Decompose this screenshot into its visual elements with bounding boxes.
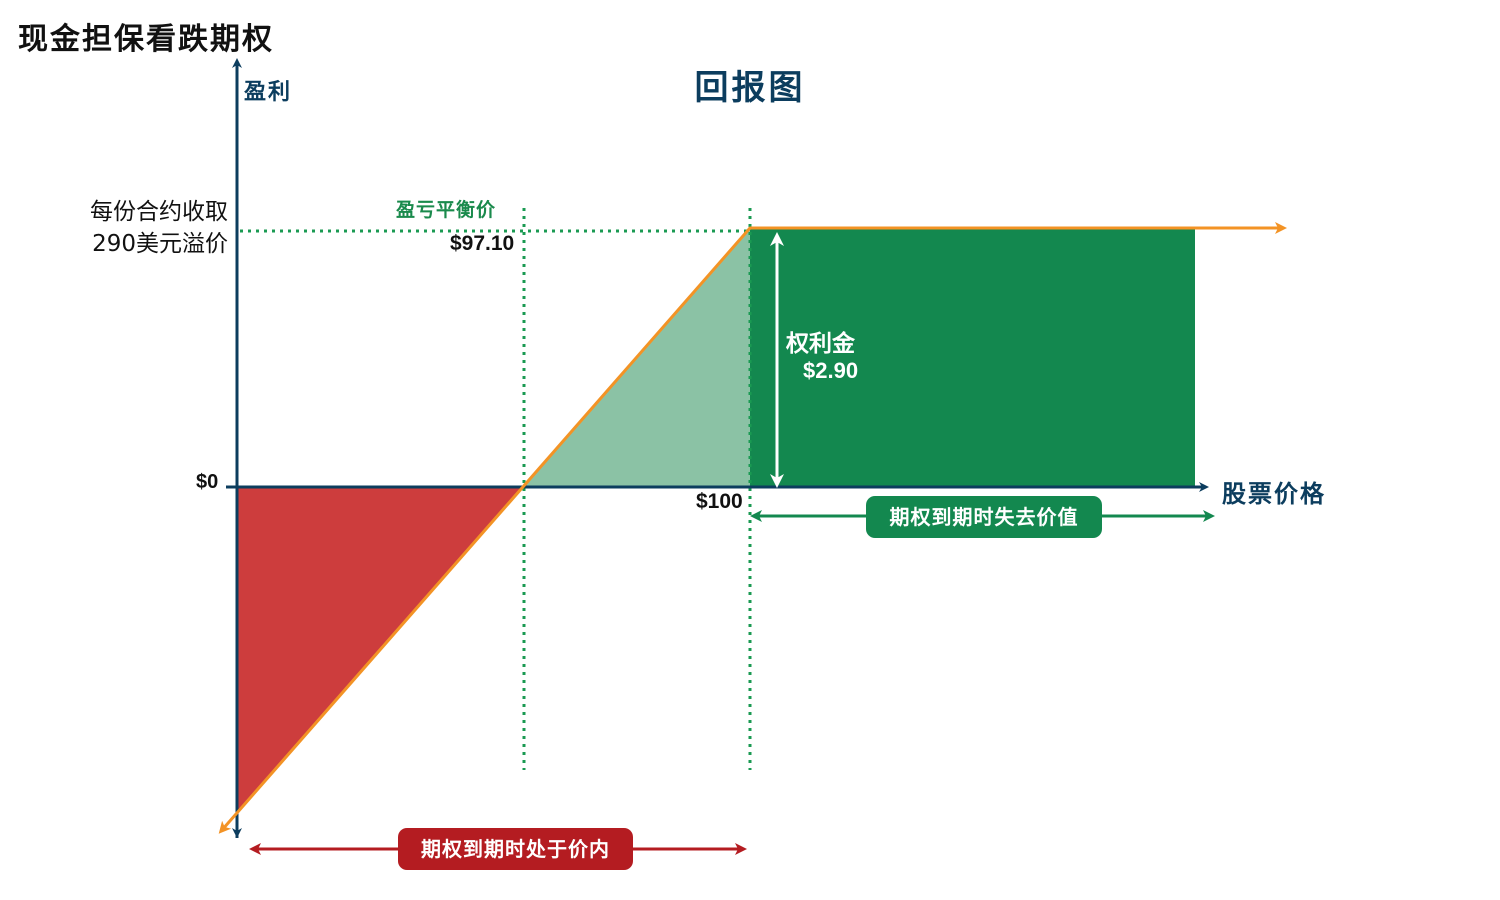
premium-value: $2.90 [803,358,859,383]
otm-range-badge: 期权到期时失去价值 [866,496,1102,538]
breakeven-label: 盈亏平衡价 [396,199,497,221]
zero-tick-label: $0 [196,471,219,493]
strike-value: $100 [696,490,743,513]
premium-note-line2: 290美元溢价 [92,231,228,257]
premium-note-line1: 每份合约收取 [90,199,228,225]
premium-note: 每份合约收取 290美元溢价 [90,196,228,260]
y-axis-label: 盈利 [244,80,293,105]
page-title: 现金担保看跌期权 [18,22,274,57]
itm-range-badge: 期权到期时处于价内 [398,828,633,870]
breakeven-value: $97.10 [450,232,515,255]
chart-title: 回报图 [694,68,806,108]
x-axis-label: 股票价格 [1222,480,1326,508]
max-profit-area [750,228,1195,487]
premium-label: 权利金 [786,331,855,357]
